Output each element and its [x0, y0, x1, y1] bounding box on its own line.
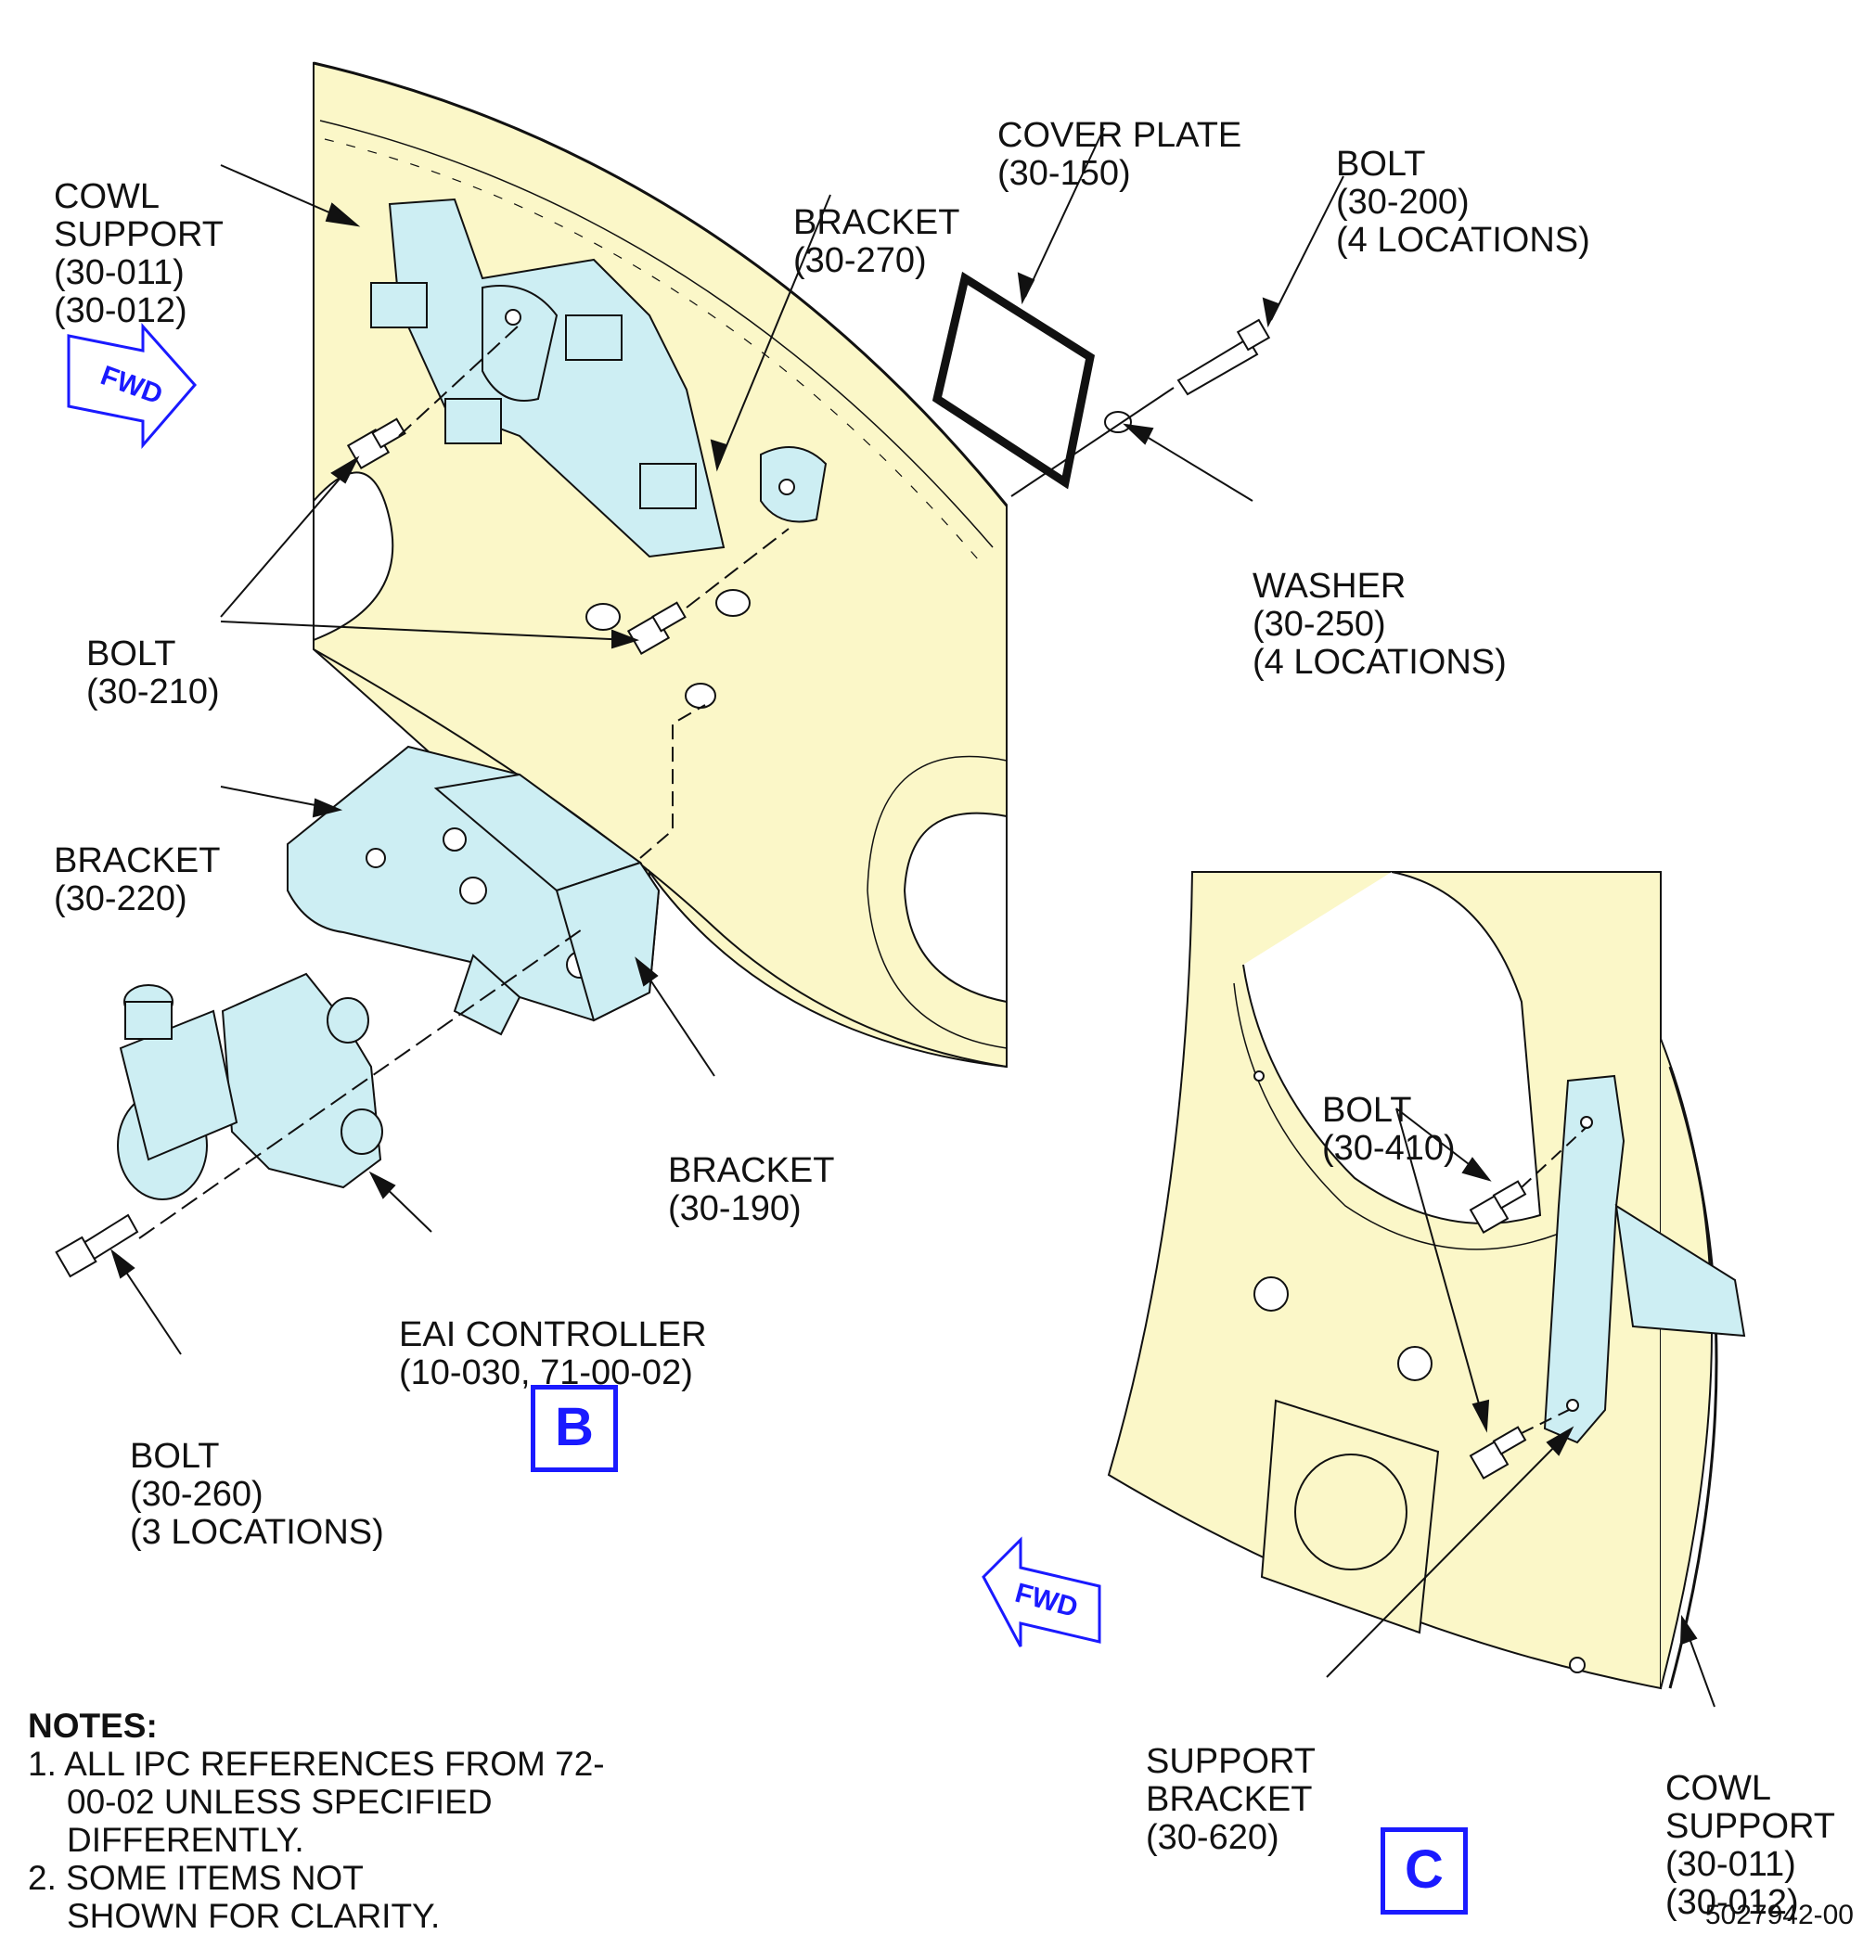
washer-30-250-shape: [1104, 411, 1132, 433]
label-bolt-30-200: BOLT(30-200)(4 LOCATIONS): [1336, 145, 1590, 260]
cover-plate-shape: [932, 271, 1096, 490]
bolt-30-200-shape: [1176, 318, 1271, 396]
label-cover-plate: COVER PLATE(30-150): [997, 116, 1242, 193]
bracket-30-190-shape: [555, 861, 661, 1022]
support-bracket-30-620-shape: [1543, 1074, 1746, 1444]
label-bracket-30-270: BRACKET(30-270): [793, 203, 960, 280]
cowl-support-panel-c: [1107, 871, 1718, 1690]
bracket-30-220-shape: [287, 745, 661, 1036]
document-id: 5027942-00: [1704, 1900, 1854, 1930]
leader-lines: [110, 127, 1715, 1708]
bolt-30-410-shapes: [1469, 1126, 1587, 1480]
fwd-arrow-b: FWD: [67, 323, 197, 450]
bolt-30-210-shapes: [346, 324, 790, 655]
label-bracket-30-190: BRACKET(30-190): [668, 1151, 835, 1228]
note-item-1: 1. ALL IPC REFERENCES FROM 72-00-02 UNLE…: [28, 1745, 605, 1859]
note-item-2: 2. SOME ITEMS NOT SHOWN FOR CLARITY.: [28, 1859, 441, 1935]
label-bracket-30-220: BRACKET(30-220): [54, 841, 221, 918]
notes-heading: NOTES:: [28, 1707, 158, 1745]
view-c-marker: C: [1381, 1827, 1468, 1915]
notes-block: NOTES: 1. ALL IPC REFERENCES FROM 72-00-…: [28, 1707, 623, 1935]
label-bolt-30-210: BOLT(30-210): [86, 634, 220, 711]
view-b-marker: B: [531, 1385, 618, 1472]
label-washer-30-250: WASHER(30-250)(4 LOCATIONS): [1253, 567, 1507, 682]
fwd-arrow-c: FWD: [982, 1536, 1101, 1647]
bolt-30-260-shape: [55, 1213, 139, 1278]
label-bolt-30-260: BOLT(30-260)(3 LOCATIONS): [130, 1437, 384, 1552]
eai-controller-shape: [117, 972, 383, 1200]
bracket-30-270-shape: [370, 198, 828, 558]
label-bolt-30-410: BOLT(30-410): [1322, 1091, 1456, 1168]
